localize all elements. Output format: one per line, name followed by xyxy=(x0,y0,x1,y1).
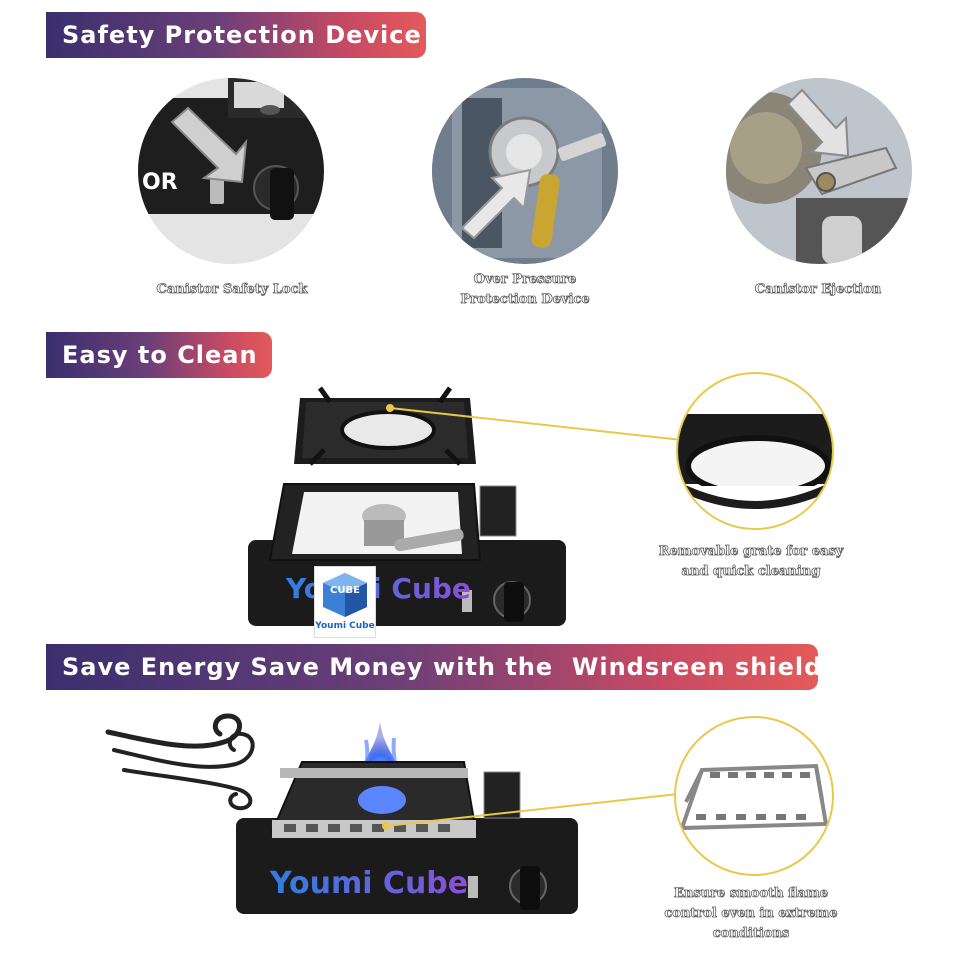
windshield-caption: Ensure smooth flame control even in extr… xyxy=(664,886,838,942)
stove-open-illustration xyxy=(248,483,566,626)
canister-safety-lock-caption: Canistor Safety Lock xyxy=(156,282,308,298)
safety-section-title: Safety Protection Device xyxy=(62,21,422,49)
clean-section-banner: Easy to Clean xyxy=(46,332,272,378)
windshield-callout-line xyxy=(382,793,679,830)
windshield-zoom-photo xyxy=(674,716,834,876)
over-pressure-caption: Over Pressure Protection Device xyxy=(460,272,590,308)
canister-lock-panel-text: OR xyxy=(142,170,178,195)
energy-section-banner: Save Energy Save Money with the Windsree… xyxy=(46,644,821,690)
removable-grate-caption: Removable grate for easy and quick clean… xyxy=(658,544,844,580)
youmi-cube-logo: CUBE Youmi Cube xyxy=(314,566,376,638)
clean-section-title: Easy to Clean xyxy=(62,341,258,369)
logo-mark-text: CUBE xyxy=(330,585,360,596)
grate-zoom-photo xyxy=(676,372,834,530)
canister-ejection-caption: Canistor Ejection xyxy=(754,282,882,298)
pressure-valve-photo xyxy=(432,78,618,264)
grate-callout-line xyxy=(386,404,683,441)
energy-section-title: Save Energy Save Money with the Windsree… xyxy=(62,653,823,681)
wind-icon xyxy=(105,713,255,811)
stove-windshield-illustration xyxy=(236,761,578,914)
ejection-lever-photo xyxy=(726,78,912,264)
removable-grate-illustration xyxy=(294,386,476,466)
canister-lock-photo: OR xyxy=(138,78,324,264)
safety-section-banner: Safety Protection Device xyxy=(46,12,426,58)
logo-label: Youmi Cube xyxy=(315,621,375,631)
energy-stove-brand-text: Youmi Cube xyxy=(270,866,469,901)
